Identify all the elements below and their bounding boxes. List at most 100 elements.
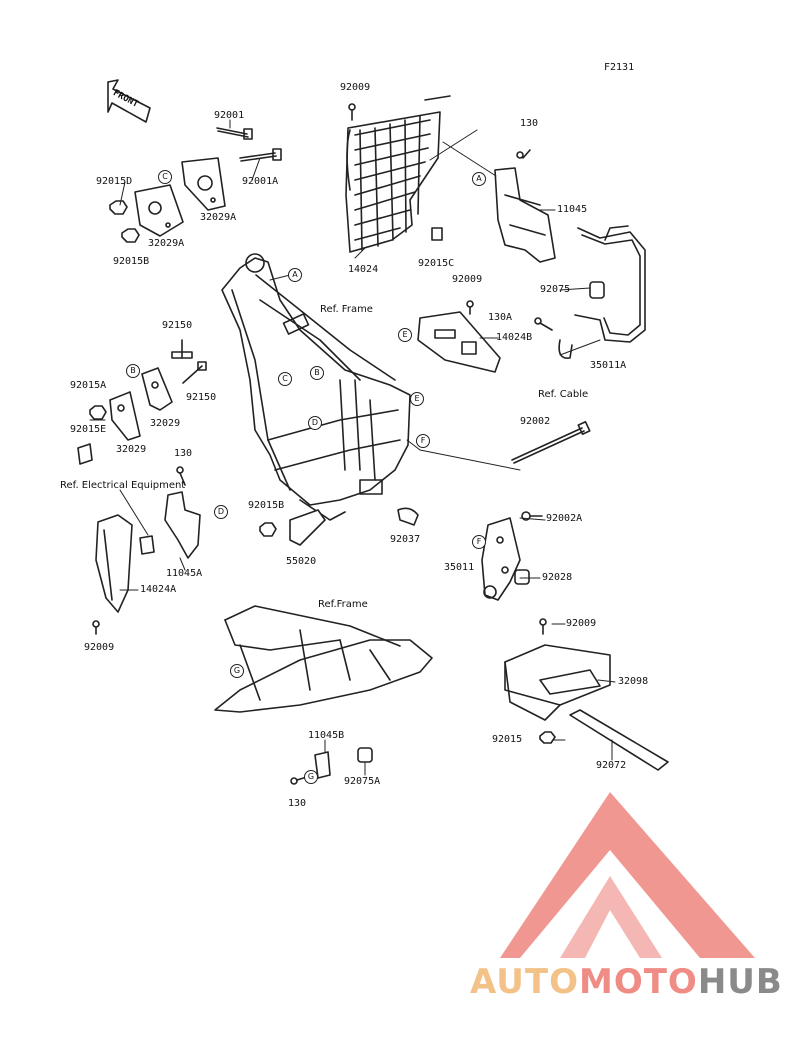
label-35011: 35011 — [444, 562, 475, 573]
nut-92015b-lower — [259, 522, 277, 537]
front-arrow-icon — [107, 79, 151, 123]
label-92028: 92028 — [542, 572, 573, 583]
bolt-130a — [534, 317, 553, 331]
bracket-32029-upper — [141, 367, 173, 411]
marker-g-lower: G — [304, 770, 318, 784]
label-92001: 92001 — [214, 110, 245, 121]
nut-92015b — [121, 228, 140, 243]
label-92015e: 92015E — [70, 424, 107, 435]
bracket-11045 — [494, 149, 556, 263]
screw-92009-left — [92, 620, 100, 635]
cover-14024b — [417, 300, 501, 373]
label-32029-lower: 32029 — [116, 444, 147, 455]
marker-d-left: D — [214, 505, 228, 519]
watermark-moto: MOTO — [578, 962, 698, 1002]
label-14024b: 14024B — [496, 332, 533, 343]
label-92009-top: 92009 — [340, 82, 371, 93]
strap-92072 — [569, 709, 669, 771]
label-55020: 55020 — [286, 556, 317, 567]
marker-c-top: C — [158, 170, 172, 184]
main-frame — [221, 253, 411, 521]
label-92009-right: 92009 — [566, 618, 597, 629]
label-11045b: 11045B — [308, 730, 345, 741]
label-92015a: 92015A — [70, 380, 107, 391]
pad-55020 — [289, 509, 326, 546]
label-92002: 92002 — [520, 416, 551, 427]
marker-f-frame: F — [416, 434, 430, 448]
label-92075a: 92075A — [344, 776, 381, 787]
bolt-92002 — [511, 420, 591, 464]
label-92072: 92072 — [596, 760, 627, 771]
label-92015c: 92015C — [418, 258, 455, 269]
label-32029a-left: 32029A — [148, 238, 185, 249]
grommet-92037 — [397, 507, 419, 526]
cover-14024a — [95, 514, 133, 613]
grab-bar-35011a — [574, 225, 646, 343]
battery-case-32098 — [504, 618, 611, 721]
nut-92015d — [109, 200, 128, 215]
sub-frame — [214, 605, 433, 713]
label-92015d: 92015D — [96, 176, 133, 187]
bracket-32029a-left — [134, 184, 184, 237]
marker-b-left: B — [126, 364, 140, 378]
watermark-logo-icon — [500, 792, 755, 958]
marker-c-frame: C — [278, 372, 292, 386]
label-130-lower: 130 — [288, 798, 307, 809]
label-32029a-right: 32029A — [200, 212, 237, 223]
bolt-92150-b — [182, 361, 207, 384]
clip-92015e — [77, 443, 93, 465]
label-92009-mid: 92009 — [452, 274, 483, 285]
label-130-top: 130 — [520, 118, 539, 129]
label-130a: 130A — [488, 312, 513, 323]
spacer-92075 — [589, 281, 605, 299]
label-92037: 92037 — [390, 534, 421, 545]
clamp-ref-cable — [558, 339, 573, 359]
watermark-auto: AUTO — [470, 962, 579, 1002]
bolt-92002a — [521, 511, 543, 521]
label-14024: 14024 — [348, 264, 379, 275]
diagram-code: F2131 — [604, 62, 635, 73]
label-92009-left: 92009 — [84, 642, 115, 653]
ref-frame-lower: Ref.Frame — [318, 599, 368, 610]
watermark-hub: HUB — [697, 962, 783, 1002]
screw-92009-top — [348, 103, 356, 121]
nut-92015 — [539, 731, 556, 744]
label-92150-lower: 92150 — [186, 392, 217, 403]
bracket-32029-lower — [109, 391, 141, 441]
bracket-35011 — [481, 517, 521, 601]
marker-d-frame: D — [308, 416, 322, 430]
ref-cable: Ref. Cable — [538, 389, 589, 400]
marker-e-frame: E — [410, 392, 424, 406]
label-32029-upper: 32029 — [150, 418, 181, 429]
radiator-guard-14024 — [345, 95, 451, 253]
spacer-92075a — [357, 747, 373, 763]
label-11045a: 11045A — [166, 568, 203, 579]
bracket-11045a — [164, 466, 201, 559]
spacer-92028 — [514, 569, 530, 585]
marker-b-frame: B — [310, 366, 324, 380]
watermark-text: AUTOMOTOHUB — [470, 962, 783, 1002]
marker-a-top: A — [472, 172, 486, 186]
marker-f-right: F — [472, 535, 486, 549]
ref-electrical-equipment: Ref. Electrical Equipment — [60, 480, 186, 491]
label-130-left: 130 — [174, 448, 193, 459]
label-11045: 11045 — [557, 204, 588, 215]
marker-a-frame: A — [288, 268, 302, 282]
marker-e-top: E — [398, 328, 412, 342]
label-14024a: 14024A — [140, 584, 177, 595]
label-35011a: 35011A — [590, 360, 627, 371]
label-92002a: 92002A — [546, 513, 583, 524]
nut-92015a — [89, 405, 107, 420]
clip-92015c — [431, 227, 443, 241]
clip-electrical — [139, 535, 155, 555]
label-92015b-lower: 92015B — [248, 500, 285, 511]
label-92150-top: 92150 — [162, 320, 193, 331]
bracket-11045b — [314, 751, 331, 779]
bolt-92001 — [216, 127, 253, 140]
label-32098: 32098 — [618, 676, 649, 687]
label-92015: 92015 — [492, 734, 523, 745]
bracket-32029a-right — [181, 157, 226, 211]
label-92015b-upper: 92015B — [113, 256, 150, 267]
label-92075: 92075 — [540, 284, 571, 295]
